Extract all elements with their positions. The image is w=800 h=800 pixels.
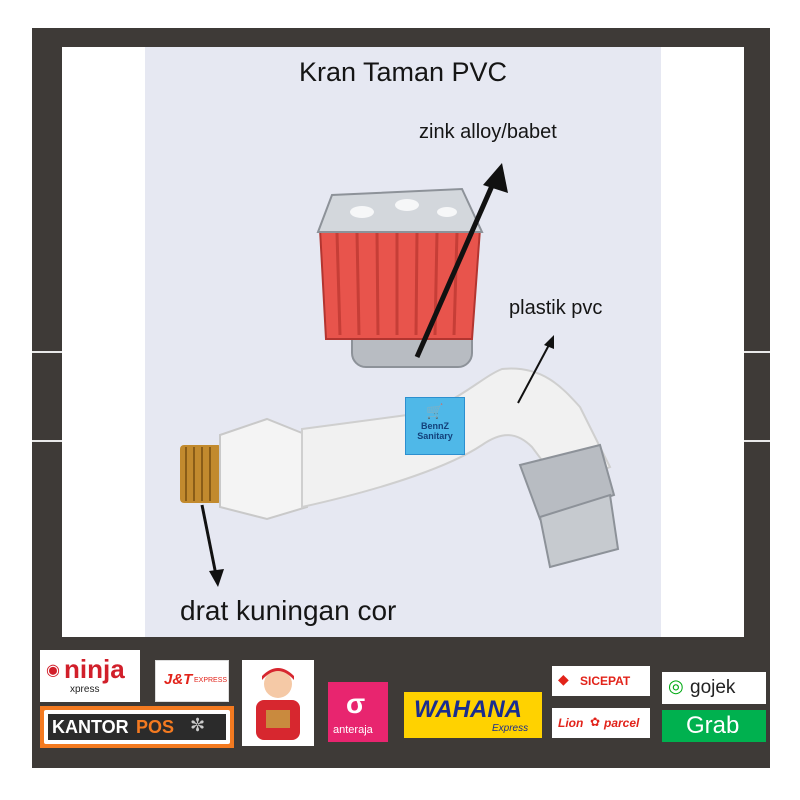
wahana-text: WAHANA	[414, 696, 522, 723]
arrow-zink	[414, 177, 498, 359]
divider-line-right-1	[744, 351, 770, 353]
watermark-line2: Sanitary	[417, 431, 453, 441]
arrow-pvc	[517, 342, 551, 404]
divider-line-left-2	[32, 440, 62, 442]
ninja-text: ninja	[64, 654, 125, 684]
logo-sicepat: ◆ SICEPAT	[552, 666, 650, 696]
logo-jnt-express: J&T EXPRESS	[155, 660, 229, 702]
arrow-head-zink	[483, 163, 508, 193]
logo-grab: Grab	[662, 710, 766, 742]
pos-emblem-icon: ✼	[190, 715, 206, 735]
ninja-pin-icon: ◉	[46, 662, 60, 679]
watermark-line1: BennZ	[421, 421, 449, 431]
divider-line-left-1	[32, 351, 62, 353]
gojek-text: gojek	[690, 677, 736, 698]
logo-wahana-express: WAHANA Express	[404, 692, 542, 738]
courier-person-illustration	[242, 660, 314, 746]
arrow-head-pvc	[544, 335, 554, 349]
faucet-illustration	[180, 163, 620, 587]
logo-lion-parcel: Lion ✿ parcel	[552, 708, 650, 738]
product-title: Kran Taman PVC	[298, 57, 508, 87]
gojek-mark-icon: ◎	[668, 676, 684, 696]
sicepat-text: SICEPAT	[580, 674, 631, 688]
hex-nut	[219, 417, 308, 521]
label-plastik-pvc: plastik pvc	[509, 297, 603, 319]
anteraja-mark-icon: σ	[346, 688, 366, 719]
knob-cap	[316, 187, 484, 233]
grab-text: Grab	[686, 712, 740, 739]
product-photo: Kran Taman PVC zink alloy/babet plastik …	[62, 47, 744, 637]
arrow-head-drat	[209, 569, 224, 587]
lion-text: Lion	[558, 716, 584, 730]
logo-gojek: ◎ gojek	[662, 672, 766, 704]
logo-ninja-xpress: ◉ ninja xpress	[40, 650, 140, 702]
ninja-sub-text: xpress	[70, 684, 100, 695]
watermark-logo: 🛒 BennZ Sanitary	[405, 397, 465, 455]
delivery-person-icon	[256, 668, 300, 740]
cap-dimple	[395, 199, 419, 211]
jnt-text: J&T	[164, 671, 193, 688]
kantor-text: KANTOR	[52, 717, 129, 737]
thread-lines	[185, 447, 211, 501]
anteraja-text: anteraja	[333, 724, 373, 736]
logo-kantor-pos: KANTOR POS ✼	[40, 706, 234, 748]
cap-dimple	[350, 206, 374, 218]
hose-adapter	[538, 493, 620, 569]
cart-icon: 🛒	[426, 403, 444, 419]
logo-anteraja: σ anteraja	[328, 682, 388, 742]
cap-dimple	[437, 207, 457, 217]
label-zink-alloy: zink alloy/babet	[419, 121, 557, 143]
sicepat-mark-icon: ◆	[558, 671, 569, 687]
wahana-sub-text: Express	[492, 723, 529, 734]
knob-ridges	[335, 232, 459, 336]
lion-mark-icon: ✿	[590, 715, 601, 729]
parcel-text: parcel	[604, 716, 640, 730]
divider-line-right-2	[744, 440, 770, 442]
arrow-drat	[200, 504, 218, 576]
jnt-sub-text: EXPRESS	[194, 677, 228, 684]
label-drat-kuningan: drat kuningan cor	[180, 595, 397, 626]
pos-text: POS	[136, 717, 175, 737]
